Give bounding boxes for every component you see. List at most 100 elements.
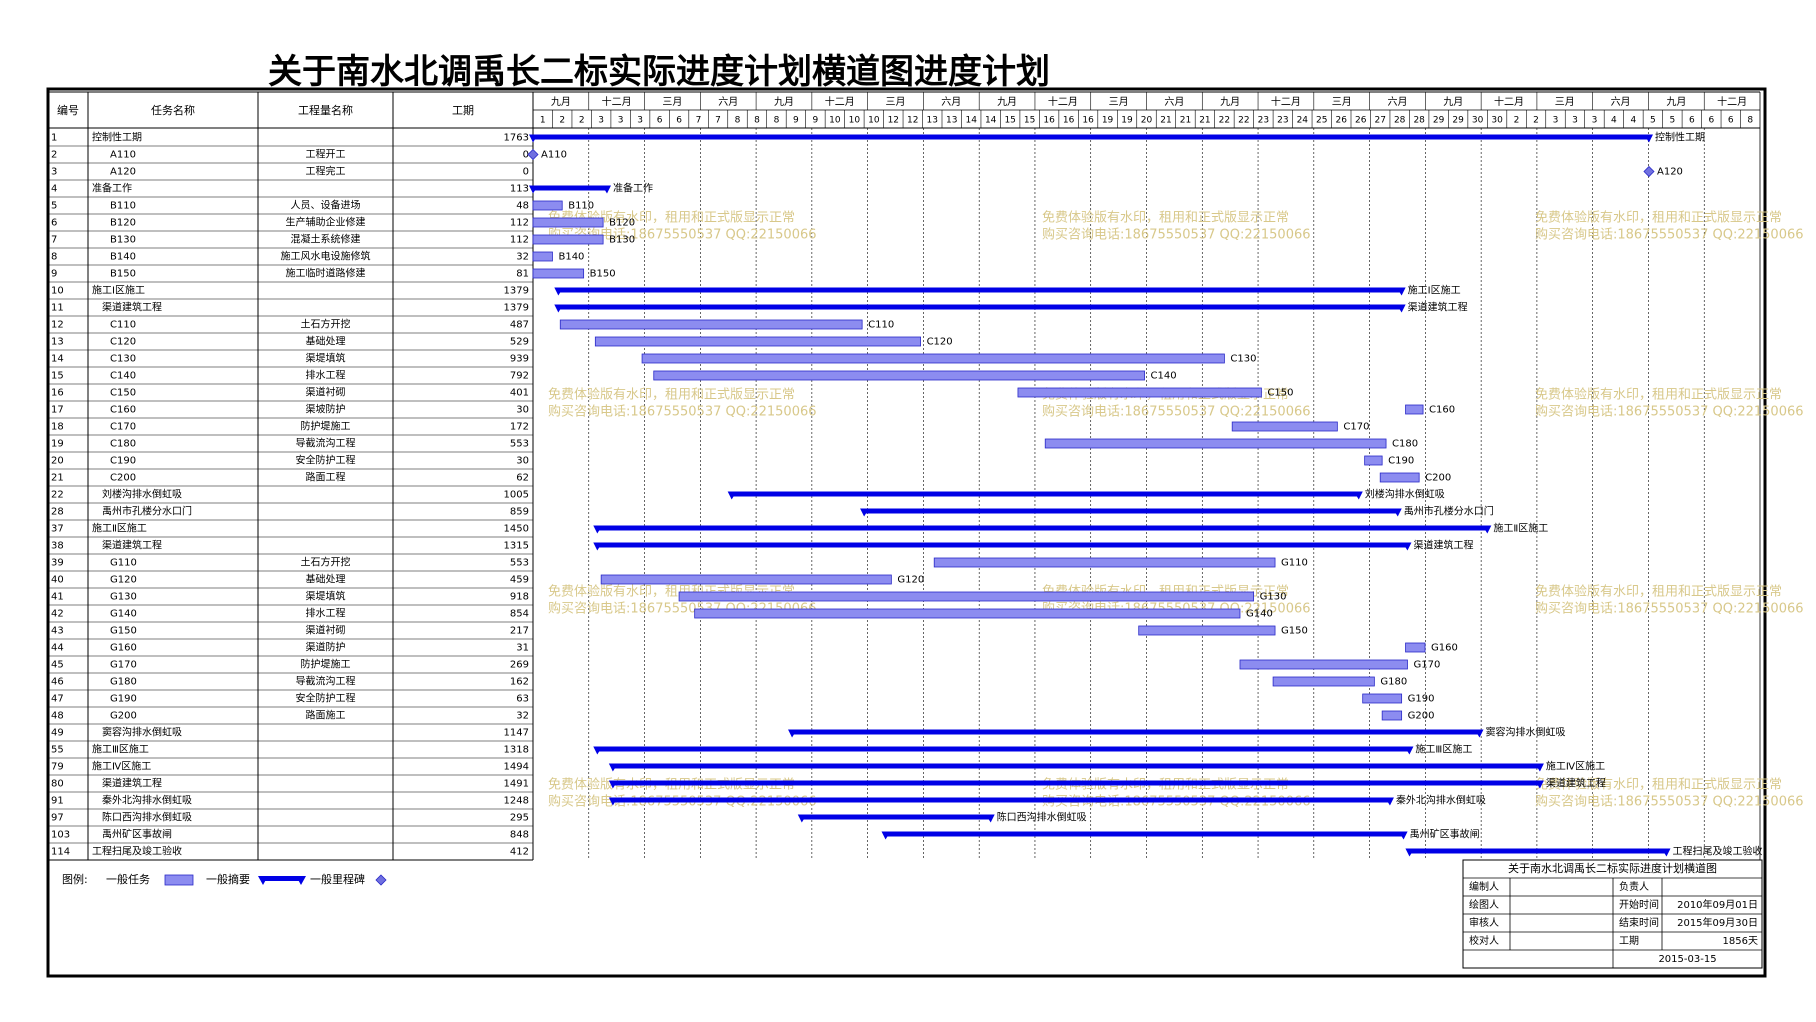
task-duration: 32 (516, 252, 529, 263)
month-label: 十二月 (1048, 95, 1078, 108)
task-id: 44 (51, 643, 64, 654)
watermark-line: 免费体验版有水印，租用和正式版显示正常 (1042, 210, 1289, 226)
task-id: 39 (51, 558, 64, 569)
header-dur: 工期 (452, 104, 474, 117)
bar-label: G180 (1380, 677, 1407, 688)
task-duration: 62 (516, 473, 529, 484)
bar-label: G170 (1413, 660, 1440, 671)
tick-label: 23 (1258, 116, 1269, 126)
task-name: 施工Ⅱ区施工 (92, 522, 147, 535)
task-id: 13 (51, 337, 64, 348)
legend-task-label: 一般任务 (106, 873, 150, 886)
task-duration: 459 (510, 575, 529, 586)
task-bar (532, 200, 563, 211)
task-duration: 401 (510, 388, 529, 399)
tick-label: 10 (868, 116, 880, 126)
task-id: 7 (51, 235, 57, 246)
task-bar (694, 608, 1241, 619)
info-label: 绘图人 (1469, 898, 1499, 911)
task-id: 43 (51, 626, 64, 637)
task-duration: 63 (516, 694, 529, 705)
task-bar (594, 336, 921, 347)
summary-cap (1534, 780, 1544, 789)
task-qty: 安全防护工程 (296, 454, 356, 467)
tick-label: 6 (657, 116, 663, 126)
task-id: 17 (51, 405, 64, 416)
watermark-line: 购买咨询电话:18675550537 QQ:22150066 (1535, 601, 1804, 617)
task-name: B150 (110, 269, 136, 280)
task-id: 18 (51, 422, 64, 433)
tick-label: 7 (715, 116, 721, 126)
bar-label: G110 (1281, 558, 1308, 569)
month-label: 六月 (1611, 96, 1631, 108)
tick-label: 23 (1277, 116, 1288, 126)
summary-bar (1409, 848, 1667, 854)
task-qty: 渠道衬砌 (306, 624, 346, 637)
info-label: 开始时间 (1619, 898, 1659, 911)
summary-bar (731, 491, 1359, 497)
task-qty: 施工临时道路修建 (286, 267, 366, 280)
summary-bar (558, 287, 1402, 293)
summary-cap (608, 780, 618, 789)
tick-label: 3 (598, 116, 604, 126)
task-name: C140 (110, 371, 136, 382)
task-name: G170 (110, 660, 137, 671)
task-bar (1239, 659, 1408, 670)
bar-label: B110 (568, 201, 594, 212)
summary-bar (597, 746, 1410, 752)
legend-task-swatch (164, 874, 194, 886)
task-id: 11 (51, 303, 64, 314)
summary-bar (885, 831, 1404, 837)
task-id: 48 (51, 711, 64, 722)
tick-label: 3 (1553, 116, 1559, 126)
watermark-line: 免费体验版有水印，租用和正式版显示正常 (1535, 210, 1782, 226)
info-box-title: 关于南水北调禹长二标实际进度计划横道图 (1508, 861, 1717, 875)
month-label: 九月 (1220, 96, 1240, 108)
task-name: 窦容沟排水倒虹吸 (102, 726, 182, 739)
tick-label: 4 (1611, 116, 1617, 126)
task-duration: 31 (516, 643, 529, 654)
task-qty: 路面工程 (306, 471, 346, 484)
watermark-line: 免费体验版有水印，租用和正式版显示正常 (548, 387, 795, 403)
summary-cap (593, 746, 603, 755)
task-duration: 1248 (504, 796, 529, 807)
tick-label: 30 (1491, 116, 1503, 126)
legend-summary-swatch (262, 876, 302, 881)
tick-label: 1 (540, 116, 546, 126)
tick-label: 6 (676, 116, 682, 126)
bar-label: C150 (1267, 388, 1293, 399)
task-id: 1 (51, 133, 57, 144)
task-id: 55 (51, 745, 64, 756)
task-name: C160 (110, 405, 136, 416)
info-label: 校对人 (1469, 934, 1499, 947)
task-id: 42 (51, 609, 64, 620)
task-duration: 854 (510, 609, 529, 620)
summary-cap (1384, 797, 1394, 806)
tick-label: 14 (985, 116, 997, 126)
tick-label: 8 (735, 116, 741, 126)
summary-cap (602, 185, 612, 194)
task-duration: 792 (510, 371, 529, 382)
task-id: 97 (51, 813, 64, 824)
task-name: C130 (110, 354, 136, 365)
tick-label: 16 (1082, 116, 1094, 126)
info-value: 2010年09月01日 (1677, 898, 1758, 911)
task-qty: 土石方开挖 (301, 318, 351, 331)
summary-bar (612, 763, 1540, 769)
watermark-line: 购买咨询电话:18675550537 QQ:22150066 (1535, 227, 1804, 243)
month-label: 六月 (1387, 96, 1407, 108)
watermark-line: 购买咨询电话:18675550537 QQ:22150066 (1042, 404, 1311, 420)
task-name: G150 (110, 626, 137, 637)
task-id: 47 (51, 694, 64, 705)
tick-label: 29 (1433, 116, 1445, 126)
bar-label: 准备工作 (613, 182, 653, 195)
task-bar (678, 591, 1255, 602)
tick-label: 10 (849, 116, 861, 126)
summary-cap (1353, 491, 1363, 500)
task-name: 准备工作 (92, 182, 132, 195)
bar-label: B130 (609, 235, 635, 246)
info-label: 编制人 (1469, 880, 1499, 893)
tick-label: 14 (965, 116, 977, 126)
task-qty: 施工风水电设施修筑 (281, 250, 371, 263)
